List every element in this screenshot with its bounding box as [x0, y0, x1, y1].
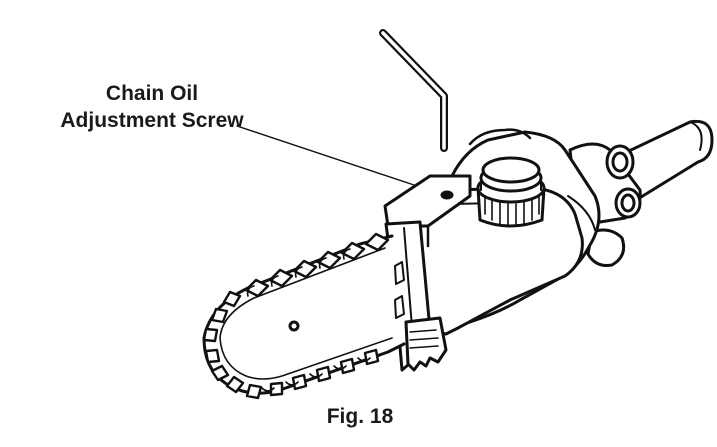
callout-line-2: Adjustment Screw — [60, 109, 244, 132]
adjustment-screw — [440, 190, 454, 200]
oil-cap — [476, 156, 546, 228]
saw-chain — [202, 232, 390, 400]
hex-key — [379, 29, 448, 152]
callout-label: Chain Oil Adjustment Screw — [38, 80, 266, 134]
callout-line-1: Chain Oil — [105, 82, 199, 105]
bar-hole — [288, 320, 300, 332]
leader-line — [236, 125, 433, 192]
front-cover — [416, 186, 584, 336]
figure-caption: Fig. 18 — [326, 405, 394, 428]
clamp — [568, 142, 642, 267]
sprocket — [404, 316, 448, 372]
